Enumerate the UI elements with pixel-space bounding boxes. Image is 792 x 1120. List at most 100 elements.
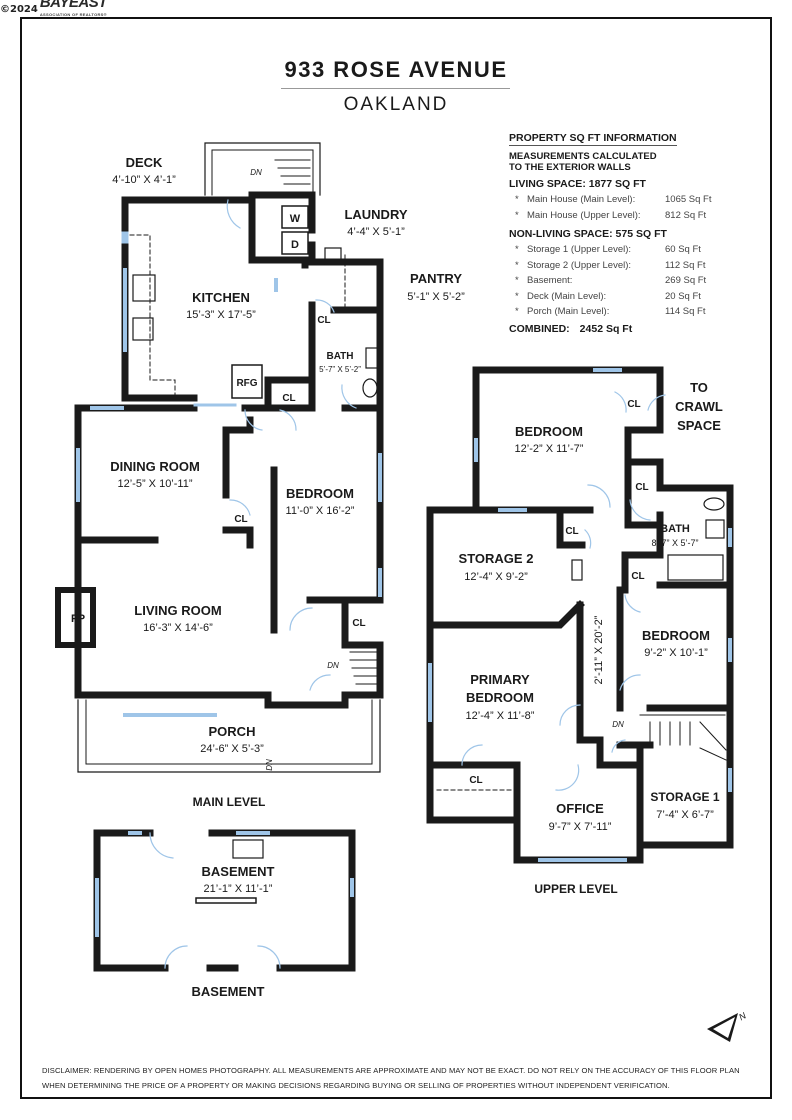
crawl-label-1: TO [690,380,708,395]
storage2-label: STORAGE 2 [459,551,534,566]
info-row: *Storage 1 (Upper Level):60 Sq Ft [509,242,749,258]
office-top [576,736,644,769]
kitchen-dim: 15’-3” X 17’-5” [186,309,256,321]
laundry-wall-top [248,191,316,234]
deck-inner [211,149,314,196]
kitchen-label: KITCHEN [192,290,250,305]
cl-up-wall [624,391,664,529]
storage1-dim: 7’-4” X 6’-7” [656,809,714,821]
row-name: Storage 2 (Upper Level): [527,259,632,271]
living-heading: LIVING SPACE: 1877 SQ FT [509,178,646,190]
dining-partition [222,416,254,499]
basement-windows [95,831,354,937]
bath-wall [330,306,384,412]
logo-text: BAYEAST [39,0,108,11]
page-subtitle: OAKLAND [343,94,449,115]
combined-value: 2452 Sq Ft [579,322,633,335]
bullet: * [515,275,519,286]
washer-label: W [290,213,301,225]
bullet: * [515,306,519,317]
compass-north-label: N [737,1010,748,1022]
bullet: * [515,259,519,271]
pantry-wall [308,241,384,314]
row-value: 60 Sq Ft [665,244,701,255]
bath-main-dim: 5’-7” X 5’-2” [319,365,361,374]
toilet [362,378,378,398]
main-level-walls [55,191,384,709]
storage1-label: STORAGE 1 [650,790,719,804]
deck-stairs [274,159,311,185]
bedroom-up2-dim: 9’-2” X 10’-1” [644,647,708,659]
office-left [513,786,536,864]
info-row: *Porch (Main Level):114 Sq Ft [509,304,749,320]
storage2-fixture [571,559,583,581]
copyright: ©2024 [0,3,38,15]
deck-outline [204,142,321,196]
closet-label-up2: CL [635,482,648,493]
nonliving-heading: NON-LIVING SPACE: 575 SQ FT [509,228,667,240]
primary-label-2: BEDROOM [466,690,534,705]
crawl-label-3: SPACE [677,418,721,433]
info-row: *Storage 2 (Upper Level):112 Sq Ft [509,258,749,274]
bedroom-up2-label: BEDROOM [642,628,710,643]
basement-heater [195,897,257,904]
basement-level-label: BASEMENT [192,984,265,999]
primary-left [426,621,521,824]
bath-sink [365,347,379,369]
main-stairs [349,651,379,685]
storage2-left [426,506,480,629]
down-label-main: DN [327,661,339,670]
logo-subtext: ASSOCIATION OF REALTORS® [39,12,107,17]
bullet: * [515,290,519,302]
sqft-info-panel: PROPERTY SQ FT INFORMATION MEASUREMENTS … [509,128,749,335]
combined-label: COMBINED: [509,322,570,335]
main-level-label: MAIN LEVEL [193,795,266,809]
refrigerator-label: RFG [236,378,257,389]
down-label-upper: DN [612,720,624,729]
bath-up-label: BATH [660,523,690,535]
closet-label-primary: CL [469,775,482,786]
porch-inner [85,699,373,765]
bedroom-top-wall [472,366,664,514]
bath-up-sink [705,519,725,539]
office-dim: 9’-7” X 7’-11” [549,821,612,833]
upper-windows [428,368,732,862]
disclaimer: DISCLAIMER: RENDERING BY OPEN HOMES PHOT… [42,1063,752,1093]
primary-label-1: PRIMARY [470,672,530,687]
info-note-2: TO THE EXTERIOR WALLS [509,162,631,173]
bath-up-dim: 8’-7” X 5’-7” [651,538,698,548]
closet-label-bath: CL [631,571,644,582]
closet-label-dining: CL [234,514,247,525]
kitchen-sink [132,317,154,341]
laundry-sink [324,247,342,265]
main-door-swings [226,199,357,691]
bedroom-main-dim: 11’-0” X 16’-2” [286,505,355,517]
closet-partition [222,526,254,549]
bullet: * [515,194,519,205]
info-note-1: MEASUREMENTS CALCULATED [509,151,657,162]
fireplace-label: FP [71,613,85,625]
dining-label: DINING ROOM [110,459,200,474]
basement-walls [93,829,356,972]
row-value: 114 Sq Ft [665,306,706,317]
info-row: *Basement:269 Sq Ft [509,273,749,289]
row-value: 1065 Sq Ft [665,194,712,205]
disclaimer-line-1: DISCLAIMER: RENDERING BY OPEN HOMES PHOT… [42,1066,740,1075]
row-name: Deck (Main Level): [527,290,607,302]
deck-label: DECK [126,155,163,170]
laundry-wall-left [248,196,309,269]
info-heading: PROPERTY SQ FT INFORMATION [509,132,677,146]
bedroom-up1-dim: 12’-2” X 11’-7” [515,443,584,455]
closet-label-bedroom: CL [352,618,365,629]
basement-room-dim: 21’-1” X 11’-1” [204,883,273,895]
laundry-dim: 4’-4” X 5’-1” [347,226,405,238]
refrigerator [231,364,263,399]
title-divider [281,88,510,89]
bath-main-label: BATH [326,351,353,362]
stair-area-wall [239,646,384,709]
row-name: Main House (Main Level): [527,194,636,205]
basement-sink [232,839,264,859]
closet-label-pantry: CL [317,315,330,326]
